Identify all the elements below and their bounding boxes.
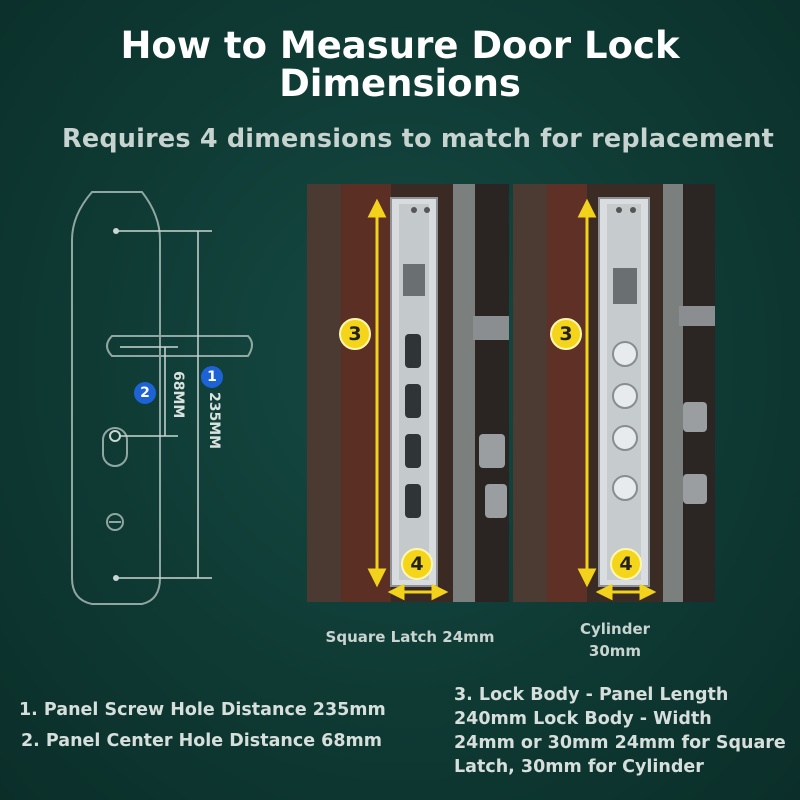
- page-subtitle: Requires 4 dimensions to match for repla…: [62, 124, 774, 154]
- spec-item-1: 1. Panel Screw Hole Distance 235mm: [19, 700, 386, 720]
- dimension-68mm-label: 68MM: [170, 371, 186, 419]
- square-latch-caption: Square Latch 24mm: [325, 628, 495, 646]
- spec-item-2: 2. Panel Center Hole Distance 68mm: [21, 731, 382, 751]
- photo1-badge-4: 4: [401, 548, 433, 580]
- spec-item-3-line3: 24mm or 30mm 24mm for Square: [454, 733, 786, 753]
- cylinder-photo: [513, 184, 715, 602]
- photo2-badge-4: 4: [610, 548, 642, 580]
- cylinder-caption-line2: 30mm: [588, 642, 642, 660]
- spec-item-3-line4: Latch, 30mm for Cylinder: [454, 757, 704, 777]
- dimension-235mm-label: 235MM: [206, 392, 222, 450]
- page-title-line1: How to Measure Door Lock: [120, 24, 680, 67]
- square-latch-photo: [307, 184, 509, 602]
- cylinder-caption-line1: Cylinder: [579, 620, 651, 638]
- badge-1: 1: [201, 366, 223, 388]
- badge-2: 2: [134, 382, 156, 404]
- page-title-line2: Dimensions: [279, 62, 521, 105]
- photo2-badge-3: 3: [550, 318, 582, 350]
- spec-item-3-line2: 240mm Lock Body - Width: [454, 709, 712, 729]
- photo1-badge-3: 3: [339, 318, 371, 350]
- spec-item-3-line1: 3. Lock Body - Panel Length: [454, 685, 729, 705]
